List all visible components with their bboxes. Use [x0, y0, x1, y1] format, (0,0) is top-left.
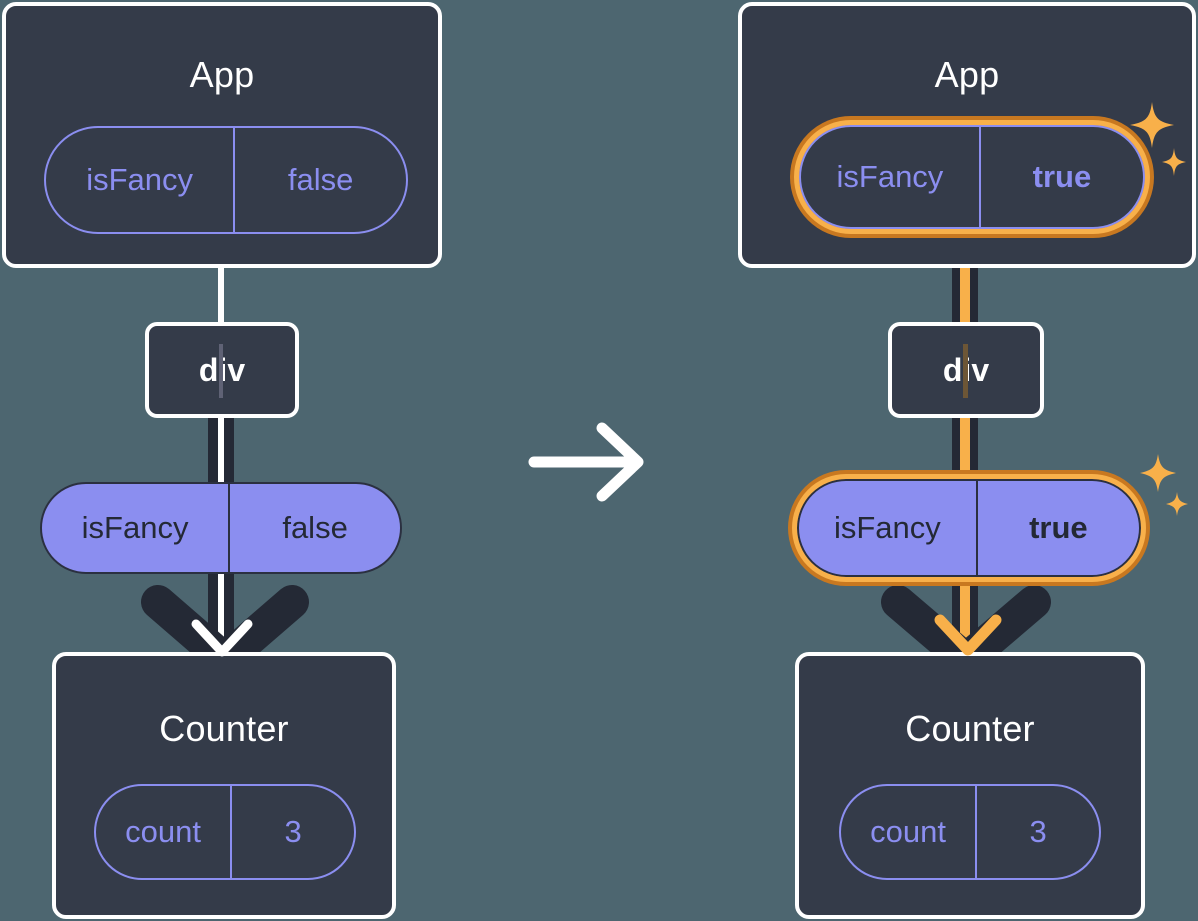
right-connector-div-to-pill-core	[960, 416, 970, 496]
right-arrow-down-icon	[934, 614, 1002, 656]
right-app-state-name: isFancy	[836, 159, 944, 194]
transition-arrow-right-icon	[528, 422, 644, 502]
right-prop-pill: isFancy true	[788, 470, 1150, 586]
left-prop-pill-value: false	[228, 484, 400, 572]
left-prop-pill-name: isFancy	[81, 510, 189, 545]
left-counter-state-pill: count 3	[94, 784, 356, 880]
left-app-panel: App isFancy false	[2, 2, 442, 268]
left-counter-state-name: count	[125, 814, 201, 849]
right-counter-state-name: count	[870, 814, 946, 849]
right-app-state-value: true	[978, 127, 1143, 227]
left-app-state-value: false	[233, 128, 406, 232]
left-app-title: App	[189, 54, 255, 95]
left-connector-app-to-div	[218, 262, 224, 324]
left-div-internal-line	[219, 344, 223, 398]
right-counter-title: Counter	[905, 708, 1035, 749]
right-div-internal-line	[963, 344, 968, 398]
right-app-sparkles-icon	[1130, 102, 1186, 176]
left-prop-pill: isFancy false	[40, 482, 402, 574]
right-prop-pill-value: true	[975, 481, 1139, 575]
right-prop-pill-name: isFancy	[833, 510, 941, 545]
right-counter-state-pill: count 3	[839, 784, 1101, 880]
left-counter-title: Counter	[159, 708, 289, 749]
left-counter-state-value: 3	[230, 786, 354, 878]
right-counter-panel: Counter count 3	[795, 652, 1145, 919]
left-counter-panel: Counter count 3	[52, 652, 396, 919]
left-app-state-pill: isFancy false	[44, 126, 408, 234]
right-connector-pill-to-counter-core	[960, 556, 970, 656]
left-arrow-down-icon	[191, 619, 253, 657]
right-app-state-pill: isFancy true	[790, 116, 1154, 238]
right-prop-sparkles-icon	[1140, 454, 1188, 516]
right-counter-state-value: 3	[975, 786, 1099, 878]
left-connector-div-to-pill-core	[218, 416, 224, 496]
left-connector-pill-to-counter-core	[218, 560, 224, 658]
left-app-state-name: isFancy	[86, 162, 193, 197]
right-connector-app-to-div-core	[960, 215, 970, 325]
right-app-panel: App isFancy true	[738, 2, 1196, 268]
right-app-title: App	[934, 54, 1000, 95]
